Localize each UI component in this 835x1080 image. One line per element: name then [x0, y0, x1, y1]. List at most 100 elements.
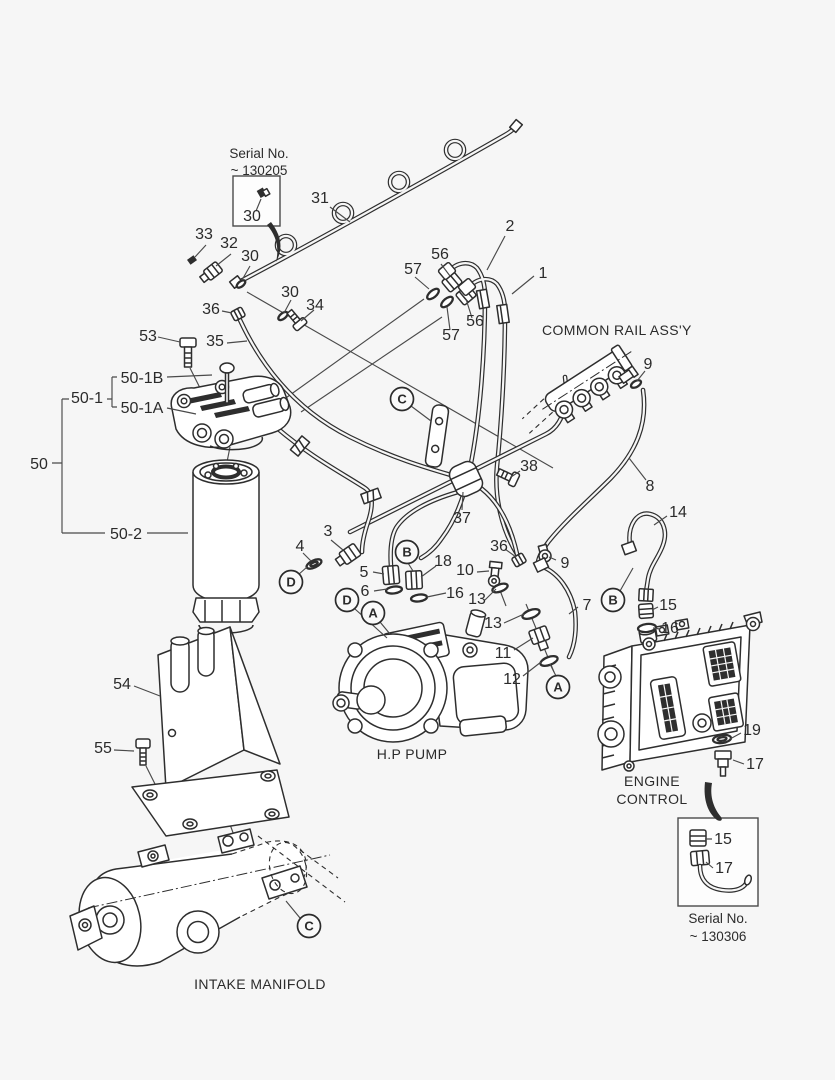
- callout-37: 37: [453, 510, 471, 527]
- callout-50-1A: 50-1A: [121, 400, 164, 417]
- serial-top-line2: ~ 130205: [231, 163, 288, 178]
- callout-38: 38: [520, 458, 538, 475]
- callout-19: 19: [743, 722, 761, 739]
- callout-57-b: 57: [442, 327, 460, 344]
- o-ring-16-b: [636, 622, 658, 634]
- callout-50-1: 50-1: [71, 390, 103, 407]
- pipe-14-fitting-bottom: [637, 587, 655, 603]
- o-ring-13-a: [491, 582, 509, 594]
- serial-bottom-line2: ~ 130306: [690, 929, 747, 944]
- serial-top-line1: Serial No.: [229, 146, 288, 161]
- callout-15-a: 15: [659, 597, 677, 614]
- plug-50-1B: [219, 362, 235, 404]
- ref-circle-C-2: C: [296, 913, 322, 939]
- ref-circle-A-2: A: [545, 674, 571, 700]
- ref-circle-D-2: D: [334, 587, 360, 613]
- svg-text:B: B: [402, 545, 411, 560]
- serial-box-bottom: [677, 782, 759, 907]
- callout-13-a: 13: [468, 591, 486, 608]
- group-bracket-lines: [52, 374, 213, 534]
- callout-30-a: 30: [241, 248, 259, 265]
- callout-11: 11: [495, 645, 512, 662]
- callout-57-a: 57: [404, 261, 422, 278]
- callout-6: 6: [361, 583, 370, 600]
- callout-56-b: 56: [466, 313, 484, 330]
- elbow-2-b: [457, 277, 477, 297]
- serial-box-top: [232, 175, 281, 262]
- clip-33: [187, 255, 197, 265]
- callout-18: 18: [434, 553, 452, 570]
- callout-16-a: 16: [446, 585, 464, 602]
- callout-9-b: 9: [561, 555, 570, 572]
- fitting-32: [199, 261, 223, 284]
- callout-53: 53: [139, 328, 157, 345]
- fitting-5: [381, 564, 401, 586]
- callout-16-b: 16: [661, 620, 679, 637]
- fitting-18: [404, 569, 424, 591]
- caption-intake-manifold: INTAKE MANIFOLD: [194, 976, 326, 992]
- o-ring-12: [539, 654, 559, 668]
- callout-50-1B: 50-1B: [121, 370, 164, 387]
- o-ring-4: [305, 558, 323, 570]
- serial-bottom-line1: Serial No.: [688, 911, 747, 926]
- fitting-15: [637, 602, 655, 620]
- o-ring-57-b: [440, 295, 454, 309]
- banjo-9: [537, 543, 552, 563]
- callout-56-a: 56: [431, 246, 449, 263]
- o-ring-6: [384, 585, 404, 595]
- svg-text:A: A: [553, 680, 563, 695]
- ref-circle-B-1: B: [394, 539, 420, 565]
- callout-36-a: 36: [202, 301, 220, 318]
- o-ring-30-a: [235, 279, 247, 289]
- pipe-clamp-assembly: [424, 404, 521, 498]
- fitting-17-box: [689, 849, 711, 867]
- bolt-34: [286, 308, 308, 332]
- ref-circle-A-1: A: [360, 600, 386, 626]
- svg-text:D: D: [342, 593, 351, 608]
- callout-50: 50: [30, 456, 48, 473]
- arrow-swoosh-top: [267, 222, 281, 262]
- callout-17-a: 17: [746, 756, 764, 773]
- o-ring-16-a: [409, 593, 429, 603]
- callout-7: 7: [583, 597, 592, 614]
- fitting-11: [528, 625, 551, 652]
- arrow-swoosh-bottom: [704, 782, 722, 821]
- o-ring-30-b: [277, 310, 289, 322]
- pipe-7-end: [532, 557, 550, 573]
- hp-pump: [332, 609, 529, 743]
- callout-32: 32: [220, 235, 238, 252]
- o-ring-13-b: [521, 607, 541, 621]
- svg-text:D: D: [286, 575, 295, 590]
- clamp-36-b: [511, 552, 527, 568]
- callout-4: 4: [296, 538, 305, 555]
- screw-38: [495, 468, 521, 488]
- callout-1: 1: [539, 265, 548, 282]
- o-ring-57-a: [426, 287, 440, 301]
- callout-17-box: 17: [715, 860, 733, 877]
- callout-55: 55: [94, 740, 112, 757]
- fuel-filter-cartridge: [192, 459, 260, 634]
- callout-12: 12: [503, 671, 521, 688]
- callout-54: 54: [113, 676, 131, 693]
- callout-31: 31: [311, 190, 329, 207]
- fitting-3: [334, 543, 362, 567]
- callout-3: 3: [324, 523, 333, 540]
- callout-34: 34: [306, 297, 324, 314]
- callout-5: 5: [360, 564, 369, 581]
- ref-circle-D-1: D: [278, 569, 304, 595]
- hose-collars: [289, 288, 510, 505]
- intake-manifold: [69, 828, 346, 967]
- callout-30-b: 30: [281, 284, 299, 301]
- ref-circle-B-2: B: [600, 587, 626, 613]
- svg-text:C: C: [304, 919, 314, 934]
- clamp-37: [448, 460, 484, 498]
- sensor-17: [714, 750, 732, 777]
- filter-head: [170, 375, 292, 451]
- callout-2: 2: [506, 218, 515, 235]
- caption-engine-control-2: CONTROL: [616, 791, 687, 807]
- caption-common-rail: COMMON RAIL ASS'Y: [542, 322, 692, 338]
- caption-hp-pump: H.P PUMP: [377, 746, 448, 762]
- callout-30-box: 30: [243, 208, 261, 225]
- pipe-14-fitting-top: [620, 540, 638, 556]
